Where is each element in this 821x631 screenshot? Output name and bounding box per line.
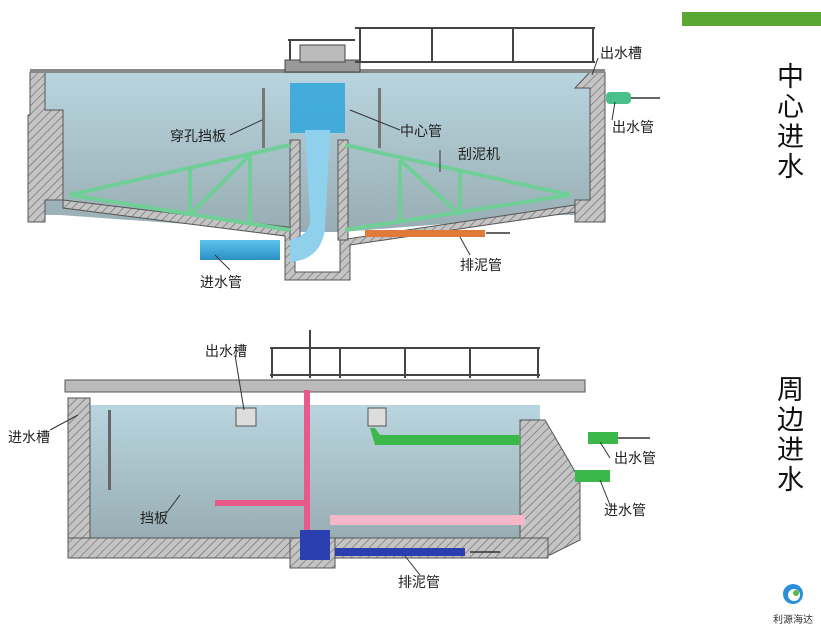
section-title-peripheral-inflow: 周边进水 (772, 375, 803, 495)
label-inlet-trough: 进水槽 (8, 430, 50, 446)
label-perforated-baffle: 穿孔挡板 (170, 129, 226, 145)
accent-bar (682, 12, 821, 26)
sludge-scraper (330, 515, 525, 525)
center-column (337, 139, 349, 241)
outlet-trough (235, 407, 257, 427)
bridge (64, 379, 586, 393)
section-title-center-inflow: 中心进水 (772, 62, 803, 182)
tank-wall-left (27, 71, 64, 223)
label-center-pipe: 中心管 (400, 124, 442, 140)
sludge-pipe (335, 548, 465, 556)
inlet-pipe (200, 240, 280, 260)
label-baffle: 挡板 (140, 511, 168, 527)
railing (288, 27, 595, 63)
tank-floor (62, 199, 576, 281)
center-column (289, 139, 301, 241)
scraper-arm (215, 500, 310, 506)
logo-icon (783, 584, 803, 604)
label-sludge-pipe: 排泥管 (398, 575, 440, 591)
label-inlet-pipe: 进水管 (604, 503, 646, 519)
drive-motor (299, 44, 346, 63)
leader-lines (49, 57, 616, 576)
baffle (108, 410, 111, 490)
outlet-pipe (588, 432, 618, 444)
center-pipe (290, 83, 345, 133)
outlet-trough (367, 407, 387, 427)
logo-text: 利源海达 (773, 615, 813, 626)
perforated-baffle (378, 88, 381, 148)
outlet-channel (370, 428, 520, 445)
perforated-baffle (262, 88, 265, 148)
company-logo: 利源海达 (768, 583, 818, 626)
label-outlet-trough: 出水槽 (205, 344, 247, 360)
label-sludge-pipe: 排泥管 (460, 258, 502, 274)
label-scraper: 刮泥机 (458, 147, 500, 163)
label-outlet-pipe: 出水管 (614, 451, 656, 467)
label-outlet-trough: 出水槽 (600, 46, 642, 62)
tank-wall-right (519, 419, 581, 556)
inlet-pipe (575, 470, 610, 482)
center-inflow-diagram (27, 27, 660, 281)
center-pipe-flow (290, 130, 330, 262)
center-shaft (304, 390, 310, 540)
scraper-truss (69, 143, 571, 232)
peripheral-inflow-diagram (64, 330, 650, 569)
outlet-pipe (606, 92, 631, 104)
sludge-pipe (365, 230, 485, 237)
railing (270, 330, 540, 378)
label-inlet-pipe: 进水管 (200, 275, 242, 291)
tank-wall-left (67, 397, 91, 559)
sludge-outlet (300, 530, 330, 560)
label-outlet-pipe: 出水管 (612, 120, 654, 136)
